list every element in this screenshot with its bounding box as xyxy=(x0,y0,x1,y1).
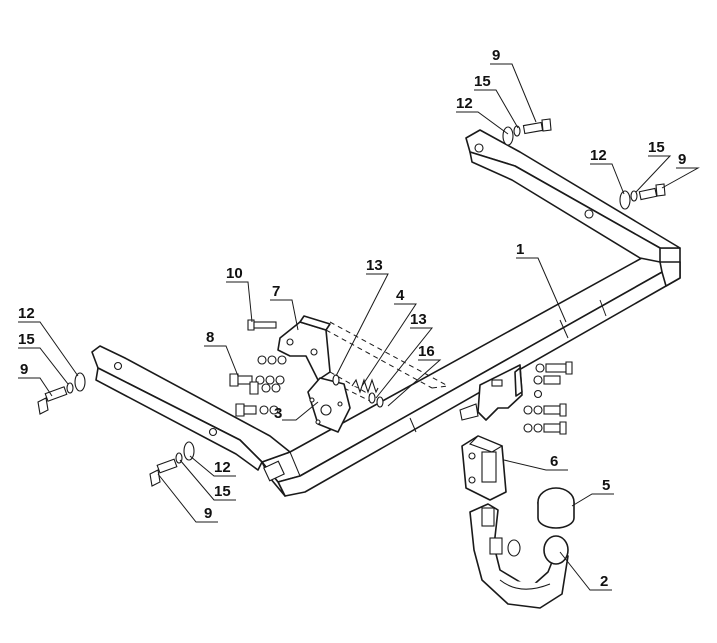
right-side-bracket xyxy=(465,129,681,287)
callout-15-right: 15 xyxy=(648,139,665,156)
callout-16: 16 xyxy=(418,343,435,360)
socket-plate xyxy=(307,377,351,433)
hardware-left xyxy=(37,372,86,415)
spring-washers xyxy=(332,374,384,408)
callout-12-right: 12 xyxy=(590,147,607,164)
callout-12-bottom: 12 xyxy=(214,459,231,476)
callout-15-bottom: 15 xyxy=(214,483,231,500)
leader-lines xyxy=(18,63,700,591)
callout-1: 1 xyxy=(516,241,524,258)
hardware-right xyxy=(619,183,666,210)
alignment-guides xyxy=(325,321,449,405)
bracket-bolts xyxy=(229,319,287,417)
spring xyxy=(351,378,379,394)
hardware-top xyxy=(502,118,552,146)
left-side-bracket xyxy=(91,345,291,471)
lock-housing xyxy=(461,435,507,501)
callout-9-top: 9 xyxy=(492,47,500,64)
ball-mount-receiver xyxy=(459,364,523,421)
crossbar xyxy=(261,247,681,497)
callout-15-top: 15 xyxy=(474,73,491,90)
hardware-bottom xyxy=(149,441,195,487)
callout-3: 3 xyxy=(274,405,282,422)
callout-labels: 9 15 12 12 15 9 1 13 10 7 4 13 8 16 3 12… xyxy=(18,47,686,590)
callout-6: 6 xyxy=(550,453,558,470)
socket-bracket xyxy=(277,315,331,381)
callout-9-left: 9 xyxy=(20,361,28,378)
callout-4: 4 xyxy=(396,287,405,304)
callout-12-top: 12 xyxy=(456,95,473,112)
receiver-bolts xyxy=(523,361,573,435)
callout-12-left: 12 xyxy=(18,305,35,322)
ball-cover xyxy=(537,487,575,529)
callout-5: 5 xyxy=(602,477,610,494)
callout-13-lower: 13 xyxy=(410,311,427,328)
callout-13-upper: 13 xyxy=(366,257,383,274)
callout-7: 7 xyxy=(272,283,280,300)
callout-15-left: 15 xyxy=(18,331,35,348)
tow-ball-neck xyxy=(469,503,569,609)
callout-2: 2 xyxy=(600,573,608,590)
callout-9-bottom: 9 xyxy=(204,505,212,522)
callout-8: 8 xyxy=(206,329,214,346)
callout-9-right: 9 xyxy=(678,151,686,168)
callout-10: 10 xyxy=(226,265,243,282)
